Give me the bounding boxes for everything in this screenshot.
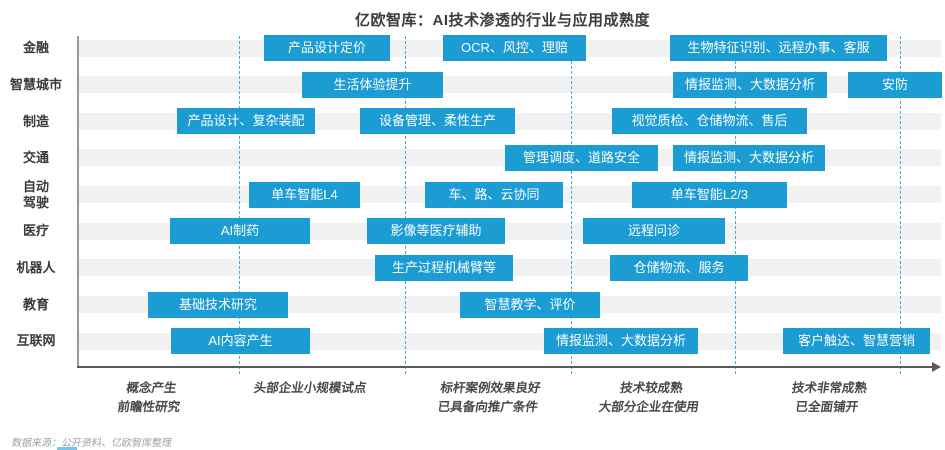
stage-divider-line	[900, 36, 901, 374]
application-box: AI内容产生	[171, 328, 310, 355]
application-box: 单车智能L2/3	[632, 181, 787, 208]
application-box: 管理调度、道路安全	[505, 144, 658, 171]
stage-divider-line	[405, 36, 406, 374]
stage-divider-line	[239, 36, 240, 374]
application-box: 产品设计定价	[264, 35, 390, 61]
industry-row-label: 互联网	[16, 333, 56, 349]
stage-divider-line	[571, 36, 572, 374]
application-box: 影像等医疗辅助	[367, 218, 505, 245]
maturity-stage-label: 标杆案例效果良好已具备向推广条件	[436, 381, 542, 415]
industry-row-label: 自动驾驶	[22, 179, 49, 210]
x-axis-arrow-icon	[932, 362, 941, 372]
application-box: 设备管理、柔性生产	[360, 108, 515, 135]
maturity-stage-label: 概念产生前瞻性研究	[116, 381, 181, 415]
application-box: 智慧教学、评价	[460, 291, 600, 318]
x-axis-line	[77, 366, 934, 368]
footer-accent-mark	[57, 447, 77, 450]
chart-title: 亿欧智库：AI技术渗透的行业与应用成熟度	[354, 12, 650, 29]
application-box: 基础技术研究	[148, 291, 288, 318]
application-box: 客户触达、智慧营销	[783, 328, 930, 355]
maturity-stage-label: 头部企业小规模试点	[252, 381, 368, 395]
application-box: 安防	[848, 71, 942, 98]
maturity-stage-label: 技术较成熟大部分企业在使用	[597, 381, 700, 415]
application-box: 车、路、云协同	[425, 181, 563, 208]
application-box: 远程问诊	[583, 218, 725, 245]
maturity-stage-label: 技术非常成熟已全面铺开	[790, 381, 868, 415]
application-box: 生产过程机械臂等	[375, 254, 513, 281]
application-box: 视觉质检、仓储物流、售后	[612, 108, 807, 135]
application-box: OCR、风控、理赔	[443, 35, 586, 61]
application-box: 仓储物流、服务	[610, 254, 748, 281]
source-note: 数据来源：公开资料、亿欧智库整理	[10, 438, 173, 449]
industry-row-label: 智慧城市	[9, 76, 62, 92]
application-box: 生物特征识别、远程办事、客服	[670, 35, 887, 61]
application-box: AI制药	[170, 218, 310, 245]
application-box: 单车智能L4	[249, 181, 360, 208]
industry-row-label: 机器人	[16, 260, 56, 276]
application-box: 情报监测、大数据分析	[673, 71, 827, 98]
industry-row-label: 制造	[22, 113, 49, 129]
industry-row-label: 金融	[22, 40, 49, 56]
application-box: 生活体验提升	[302, 71, 443, 98]
application-box: 情报监测、大数据分析	[673, 144, 825, 171]
y-axis-line	[77, 36, 79, 367]
industry-row-label: 教育	[22, 296, 49, 312]
application-box: 情报监测、大数据分析	[544, 328, 698, 355]
industry-row-label: 交通	[22, 150, 49, 166]
application-box: 产品设计、复杂装配	[177, 108, 315, 135]
industry-row-label: 医疗	[22, 223, 49, 239]
